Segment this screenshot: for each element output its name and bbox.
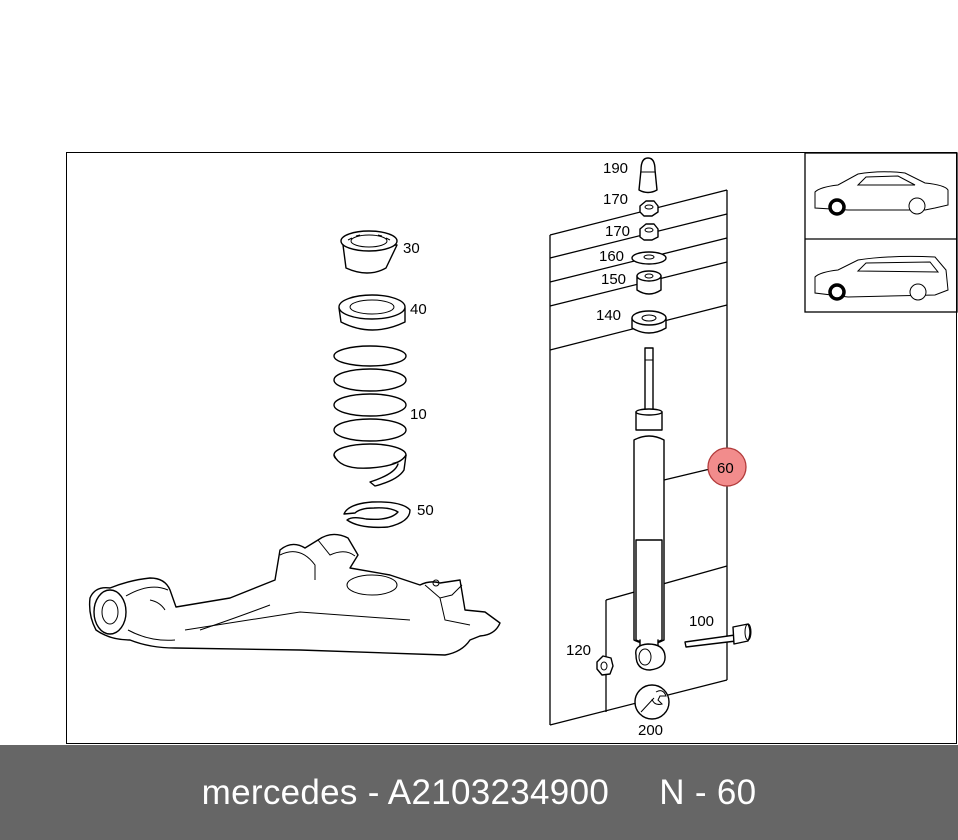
upper-bushing-part[interactable] bbox=[636, 270, 662, 295]
bump-stop-cap-part[interactable] bbox=[638, 157, 658, 194]
coil-spring-part[interactable] bbox=[333, 345, 407, 487]
part-label-200: 200 bbox=[638, 722, 663, 739]
part-label-170-lower: 170 bbox=[605, 223, 630, 240]
part-label-190: 190 bbox=[603, 160, 628, 177]
part-label-40: 40 bbox=[410, 301, 427, 318]
part-label-100: 100 bbox=[689, 613, 714, 630]
footer-bar: mercedes - A2103234900 N - 60 bbox=[0, 745, 958, 840]
part-label-140: 140 bbox=[596, 307, 621, 324]
control-arm-part[interactable] bbox=[88, 533, 501, 656]
footer-gap bbox=[609, 773, 659, 812]
spring-spacer-part[interactable] bbox=[343, 501, 411, 529]
part-label-120: 120 bbox=[566, 642, 591, 659]
footer-part-info: mercedes - A2103234900 N - 60 bbox=[202, 773, 757, 813]
lower-bushing-part[interactable] bbox=[631, 310, 667, 334]
rubber-mount-part[interactable] bbox=[340, 230, 398, 274]
spring-pad-part[interactable] bbox=[338, 294, 406, 331]
footer-separator: - bbox=[357, 772, 388, 812]
nut-upper-part[interactable] bbox=[639, 200, 659, 217]
part-label-30: 30 bbox=[403, 240, 420, 257]
torque-wrench-icon bbox=[634, 684, 670, 720]
part-label-160: 160 bbox=[599, 248, 624, 265]
footer-brand: mercedes bbox=[201, 772, 358, 812]
part-label-170-upper: 170 bbox=[603, 191, 628, 208]
part-label-10: 10 bbox=[410, 406, 427, 423]
part-label-50: 50 bbox=[417, 502, 434, 519]
part-label-60: 60 bbox=[717, 460, 734, 477]
lower-nut-part[interactable] bbox=[596, 655, 614, 676]
washer-part[interactable] bbox=[631, 251, 667, 265]
footer-position: N - 60 bbox=[659, 772, 757, 812]
mounting-bolt-part[interactable] bbox=[684, 623, 752, 648]
part-label-150: 150 bbox=[601, 271, 626, 288]
nut-lower-part[interactable] bbox=[639, 223, 659, 241]
footer-part-number: A2103234900 bbox=[387, 772, 610, 812]
vehicle-icon-panel bbox=[804, 152, 958, 313]
highlight-callout-60[interactable] bbox=[707, 447, 747, 487]
wagon-icon[interactable] bbox=[814, 255, 949, 301]
shock-absorber-part[interactable] bbox=[633, 347, 666, 671]
sedan-icon[interactable] bbox=[814, 171, 949, 216]
